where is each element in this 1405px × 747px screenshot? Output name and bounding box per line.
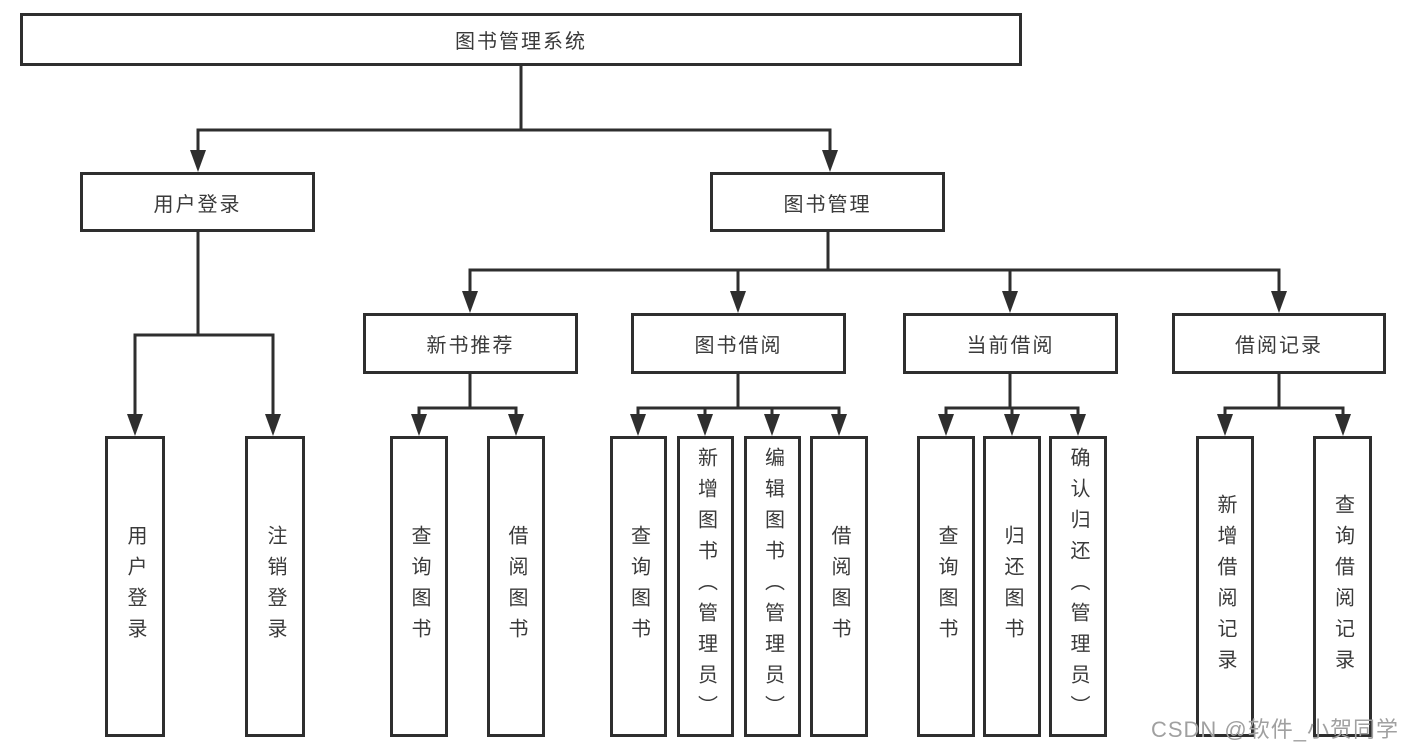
node-label: 新书推荐 [426, 335, 515, 357]
node-leaf-confirm-return-admin: 确认归还（管理员） [1049, 436, 1107, 737]
node-book-management: 图书管理 [710, 172, 945, 232]
node-label: 查询图书 [408, 524, 430, 649]
node-label: 新增图书（管理员） [694, 447, 717, 726]
node-label: 图书借阅 [694, 335, 783, 357]
node-borrow-records: 借阅记录 [1172, 313, 1386, 374]
node-leaf-borrow-books: 借阅图书 [810, 436, 868, 737]
node-user-login: 用户登录 [80, 172, 315, 232]
node-leaf-add-books-admin: 新增图书（管理员） [677, 436, 734, 737]
node-new-book-recommend: 新书推荐 [363, 313, 578, 374]
node-label: 确认归还（管理员） [1067, 447, 1089, 726]
node-label: 归还图书 [1001, 524, 1023, 649]
node-leaf-edit-books-admin: 编辑图书（管理员） [744, 436, 801, 737]
node-book-borrow: 图书借阅 [631, 313, 846, 374]
node-label: 用户登录 [153, 193, 242, 216]
node-label: 图书管理 [783, 193, 872, 216]
node-root-system: 图书管理系统 [20, 13, 1022, 66]
node-label: 当前借阅 [966, 335, 1055, 357]
node-leaf-query-books-recommend: 查询图书 [390, 436, 448, 737]
node-label: 新增借阅记录 [1214, 493, 1236, 680]
node-label: 用户登录 [124, 524, 146, 649]
node-label: 借阅图书 [828, 524, 850, 649]
node-label: 借阅记录 [1235, 335, 1323, 357]
node-leaf-return-books: 归还图书 [983, 436, 1041, 737]
node-leaf-borrow-books-recommend: 借阅图书 [487, 436, 545, 737]
node-leaf-query-borrow-record: 查询借阅记录 [1313, 436, 1372, 737]
node-label: 注销登录 [264, 524, 286, 649]
node-current-borrow: 当前借阅 [903, 313, 1118, 374]
node-leaf-query-books-borrow: 查询图书 [610, 436, 667, 737]
node-label: 图书管理系统 [455, 31, 587, 53]
node-leaf-logout: 注销登录 [245, 436, 305, 737]
node-label: 借阅图书 [505, 524, 527, 649]
node-label: 查询图书 [627, 524, 650, 649]
node-label: 编辑图书（管理员） [761, 447, 784, 726]
node-leaf-user-login: 用户登录 [105, 436, 165, 737]
node-label: 查询借阅记录 [1331, 493, 1354, 680]
node-leaf-add-borrow-record: 新增借阅记录 [1196, 436, 1254, 737]
node-leaf-query-books-current: 查询图书 [917, 436, 975, 737]
node-label: 查询图书 [935, 524, 957, 649]
csdn-watermark: CSDN @软件_小贺同学 [1150, 717, 1399, 742]
